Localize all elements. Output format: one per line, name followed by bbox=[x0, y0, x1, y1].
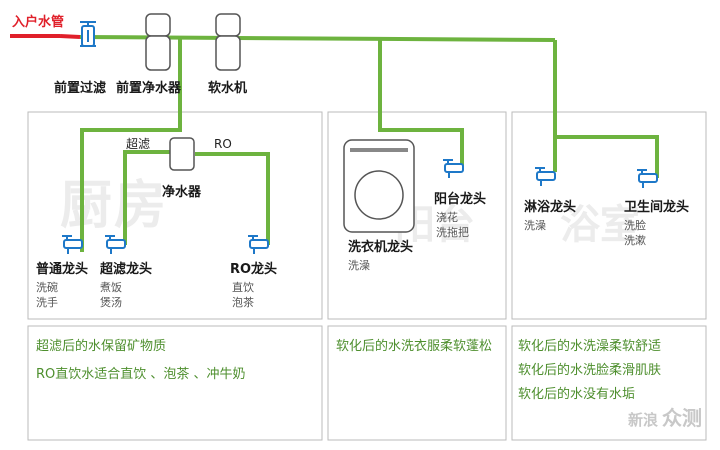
zone-watermark-bathroom: 浴室 bbox=[560, 202, 640, 248]
uf-pipe bbox=[123, 150, 170, 245]
ro-pipe bbox=[195, 152, 270, 245]
brand-char-1: 新 bbox=[628, 411, 644, 429]
washer-faucet-label: 洗衣机龙头 bbox=[348, 240, 414, 255]
bathroom-branch-pipe bbox=[555, 135, 659, 178]
pre-purifier-icon bbox=[145, 13, 171, 71]
pre-purifier-label: 前置净水器 bbox=[116, 81, 182, 96]
ro-pipe-label: RO bbox=[214, 137, 232, 151]
brand-char-2: 浪 bbox=[643, 411, 659, 429]
balcony-feed-pipe bbox=[378, 39, 464, 168]
kitchen-note-1: 超滤后的水保留矿物质 bbox=[36, 339, 167, 354]
faucet-balcony-icon bbox=[443, 159, 464, 178]
prefilter-icon bbox=[80, 21, 96, 47]
faucet-ro-icon bbox=[248, 235, 269, 254]
faucet-bathroom-label: 卫生间龙头 bbox=[624, 200, 690, 215]
balcony-note-box bbox=[327, 325, 507, 441]
faucet-normal-uses: 洗碗洗手 bbox=[36, 281, 58, 309]
prefilter-label: 前置过滤 bbox=[54, 81, 107, 96]
kitchen-feed-pipe bbox=[80, 38, 182, 252]
faucet-balcony-uses: 浇花洗拖把 bbox=[436, 211, 469, 239]
bathroom-box bbox=[511, 111, 707, 320]
purifier-label: 净水器 bbox=[162, 185, 202, 200]
uf-pipe-label: 超滤 bbox=[126, 137, 151, 151]
softener-icon bbox=[215, 13, 241, 71]
bathroom-note-3: 软化后的水没有水垢 bbox=[518, 387, 636, 402]
inlet-pipe-segment bbox=[59, 34, 81, 39]
faucet-icons bbox=[62, 159, 658, 254]
balcony-note-1: 软化后的水洗衣服柔软蓬松 bbox=[336, 339, 493, 354]
faucet-uf-uses: 煮饭煲汤 bbox=[100, 281, 122, 309]
washing-machine-icon bbox=[343, 139, 415, 233]
softener-label: 软水机 bbox=[208, 81, 248, 96]
bathroom-note-box bbox=[511, 325, 707, 441]
kitchen-note-2: RO直饮水适合直饮 、泡茶 、冲牛奶 bbox=[36, 367, 246, 382]
inlet-label: 入户水管 bbox=[12, 15, 65, 30]
zone-watermark-kitchen: 厨房 bbox=[60, 176, 169, 236]
washer-faucet-uses: 洗澡 bbox=[348, 259, 370, 272]
faucet-bathroom-uses: 洗脸洗漱 bbox=[624, 219, 646, 247]
faucet-uf-label: 超滤龙头 bbox=[100, 262, 153, 277]
faucet-ro-uses: 直饮泡茶 bbox=[232, 281, 254, 309]
bathroom-note-1: 软化后的水洗澡柔软舒适 bbox=[518, 339, 662, 354]
faucet-shower-uses: 洗澡 bbox=[524, 219, 546, 232]
kitchen-note-box bbox=[27, 325, 323, 441]
faucet-shower-icon bbox=[535, 167, 556, 186]
faucet-normal-icon bbox=[62, 235, 83, 254]
faucet-normal-label: 普通龙头 bbox=[36, 262, 89, 277]
bathroom-note-2: 软化后的水洗脸柔滑肌肤 bbox=[518, 363, 662, 378]
balcony-box bbox=[327, 111, 507, 320]
kitchen-box bbox=[27, 111, 323, 320]
purifier-icon bbox=[169, 137, 195, 171]
faucet-ro-label: RO龙头 bbox=[230, 262, 278, 277]
brand-watermark: 新浪众测 bbox=[628, 408, 702, 428]
brand-text: 众测 bbox=[662, 406, 703, 430]
faucet-balcony-label: 阳台龙头 bbox=[434, 192, 487, 207]
faucet-shower-label: 淋浴龙头 bbox=[524, 200, 577, 215]
faucet-uf-icon bbox=[105, 235, 126, 254]
faucet-bathroom-icon bbox=[637, 169, 658, 188]
